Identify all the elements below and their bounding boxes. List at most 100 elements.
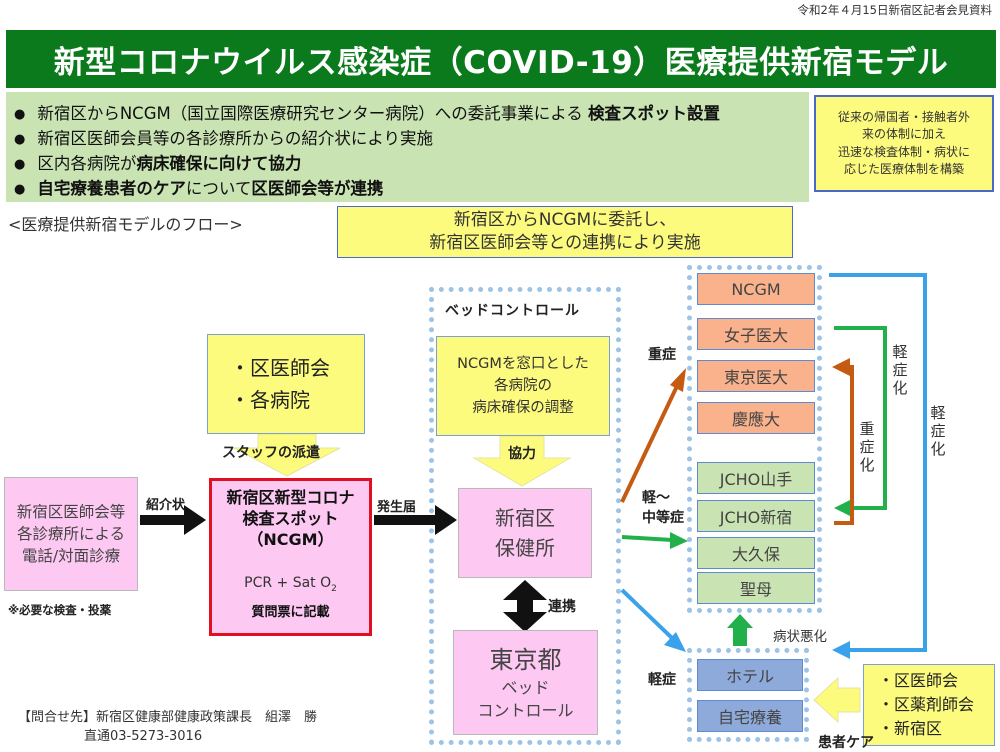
box-line: 保健所	[495, 536, 555, 560]
tokyo-bed-control-box: 東京都 ベッド コントロール	[453, 630, 598, 735]
pcr-subscript: 2	[331, 583, 337, 594]
bullet-dot-icon: ●	[14, 107, 26, 122]
ncgm-coordination-box: NCGMを窓口とした 各病院の 病床確保の調整	[436, 336, 610, 436]
to-mild-vertical-label: 軽 症 化	[891, 343, 909, 397]
severe-label: 重症	[648, 347, 676, 363]
moderate-label: 軽～ 中等症	[642, 488, 684, 528]
box-line: 新宿区医師会等	[16, 503, 126, 521]
mild-label: 軽症	[648, 672, 676, 688]
page-title: 新型コロナウイルス感染症（COVID-19）医療提供新宿モデル	[6, 30, 996, 88]
staff-dispatch-label: スタッフの派遣	[222, 445, 320, 461]
questionnaire-label: 質問票に記載	[251, 605, 330, 620]
char: 化	[859, 456, 875, 474]
referral-arrow	[140, 505, 206, 535]
box-line: 新宿区	[495, 506, 555, 530]
note-line: 従来の帰国者・接触者外	[837, 109, 970, 124]
mild-care-group	[687, 648, 809, 742]
hospital-group	[687, 265, 822, 613]
hospital-womens-med: 女子医大	[697, 318, 815, 350]
staff-dispatch-arrow	[233, 433, 341, 477]
box-line: 各診療所による	[16, 525, 126, 543]
severe-to-moderate-loop	[834, 326, 887, 510]
to-moderate-arrowhead	[670, 532, 688, 549]
health-center-box: 新宿区 保健所	[458, 488, 592, 578]
bed-control-label: ベッドコントロール	[445, 303, 580, 319]
contact-line: 【問合せ先】新宿区健康部健康政策課長 組澤 勝	[18, 710, 318, 725]
box-line: 電話/対面診療	[21, 547, 121, 565]
char: 症	[930, 422, 946, 440]
clinic-box: 新宿区医師会等 各診療所による 電話/対面診療	[4, 477, 138, 591]
box-line: ・各病院	[230, 388, 310, 412]
bullet-emphasis: 区医師会等が連携	[251, 179, 384, 198]
testing-spot-box: 新宿区新型コロナ 検査スポット （NCGM） PCR + Sat O2 質問票に…	[209, 478, 372, 636]
box-line: 病床確保の調整	[472, 400, 574, 416]
box-line: 各病院の	[494, 378, 552, 394]
box-line: ・区医師会	[230, 356, 330, 380]
summary-bullet-1: ● 新宿区からNCGM（国立国際医療研究センター病院）への委託事業による 検査スポ…	[14, 100, 720, 124]
hospital-keio: 慶應大	[697, 402, 815, 434]
bullet-text: について	[185, 179, 252, 198]
char: 症	[892, 361, 908, 379]
label-line: 軽～	[642, 490, 670, 506]
char: 重	[859, 420, 875, 438]
pcr-label: PCR + Sat O2	[212, 575, 369, 594]
box-line: コントロール	[477, 700, 574, 720]
summary-panel: ● 新宿区からNCGM（国立国際医療研究センター病院）への委託事業による 検査スポ…	[6, 92, 809, 202]
patient-care-box: ・区医師会 ・区薬剤師会 ・新宿区	[863, 664, 995, 746]
notification-label: 発生届	[377, 500, 417, 515]
worsen-label: 病状悪化	[773, 629, 827, 645]
press-date-note: 令和2年４月15日新宿区記者会見資料	[797, 3, 992, 17]
bullet-emphasis: 病床確保に向けて協力	[136, 154, 302, 173]
worsen-arrow	[727, 614, 753, 646]
referral-label: 紹介状	[146, 498, 186, 513]
char: 化	[930, 440, 946, 458]
cooperation-label: 協力	[508, 446, 536, 462]
notification-arrow	[374, 505, 457, 535]
box-line: ・区薬剤師会	[878, 695, 975, 714]
moderate-to-severe-loop	[834, 365, 854, 525]
summary-bullet-4: ● 自宅療養患者のケアについて区医師会等が連携	[14, 175, 383, 199]
to-mild-arrow	[620, 588, 674, 640]
outer-mild-arrowhead	[832, 641, 850, 659]
system-note-box: 従来の帰国者・接触者外 来の体制に加え 迅速な検査体制・病状に 応じた医療体制を…	[814, 95, 994, 192]
char: 軽	[930, 404, 946, 422]
bullet-emphasis: 自宅療養患者のケア	[37, 179, 186, 198]
char: 軽	[892, 343, 908, 361]
facility-home-care: 自宅療養	[697, 700, 803, 732]
note-line: 応じた医療体制を構築	[843, 162, 964, 176]
hospital-jcho-yamate: JCHO山手	[697, 462, 815, 494]
bullet-text: 区内各病院が	[37, 154, 137, 173]
hospital-jcho-shinjuku: JCHO新宿	[697, 500, 815, 532]
char: 症	[859, 438, 875, 456]
box-line: NCGMを窓口とした	[457, 356, 589, 372]
outer-mild-loop	[829, 273, 927, 652]
box-line: ベッド	[501, 677, 550, 697]
banner-line: 新宿区からNCGMに委託し、	[453, 210, 677, 230]
bullet-text: 新宿区医師会員等の各診療所からの紹介状により実施	[37, 129, 434, 148]
summary-bullet-3: ● 区内各病院が病床確保に向けて協力	[14, 150, 301, 174]
title-line: 新宿区新型コロナ	[226, 488, 355, 507]
box-line: ・新宿区	[878, 719, 943, 738]
commission-banner: 新宿区からNCGMに委託し、 新宿区医師会等との連携により実施	[337, 206, 793, 258]
bullet-dot-icon: ●	[14, 157, 26, 172]
link-label: 連携	[548, 599, 576, 615]
testing-spot-title: 新宿区新型コロナ 検査スポット （NCGM）	[212, 487, 369, 550]
bullet-dot-icon: ●	[14, 182, 26, 197]
hospital-seibo: 聖母	[697, 572, 815, 604]
patient-care-label: 患者ケア	[818, 735, 874, 751]
clinic-note: ※必要な検査・投薬	[8, 603, 112, 617]
facility-hotel: ホテル	[697, 659, 803, 691]
note-line: 迅速な検査体制・病状に	[837, 144, 970, 159]
moderate-to-severe-arrowhead	[832, 358, 850, 376]
contact-phone: 直通03-5273-3016	[84, 729, 203, 744]
patient-care-arrow	[813, 676, 861, 724]
summary-bullet-2: ●新宿区医師会員等の各診療所からの紹介状により実施	[14, 125, 433, 149]
to-severe-arrowhead	[670, 368, 686, 392]
bullet-text: 新宿区からNCGM（国立国際医療研究センター病院）への委託事業による	[37, 104, 588, 123]
char: 化	[892, 379, 908, 397]
bullet-emphasis: 検査スポット設置	[587, 104, 720, 123]
doctors-association-box: ・区医師会 ・各病院	[207, 334, 365, 434]
to-severe-vertical-label: 重 症 化	[858, 420, 876, 474]
hospital-tokyo-med: 東京医大	[697, 360, 815, 392]
